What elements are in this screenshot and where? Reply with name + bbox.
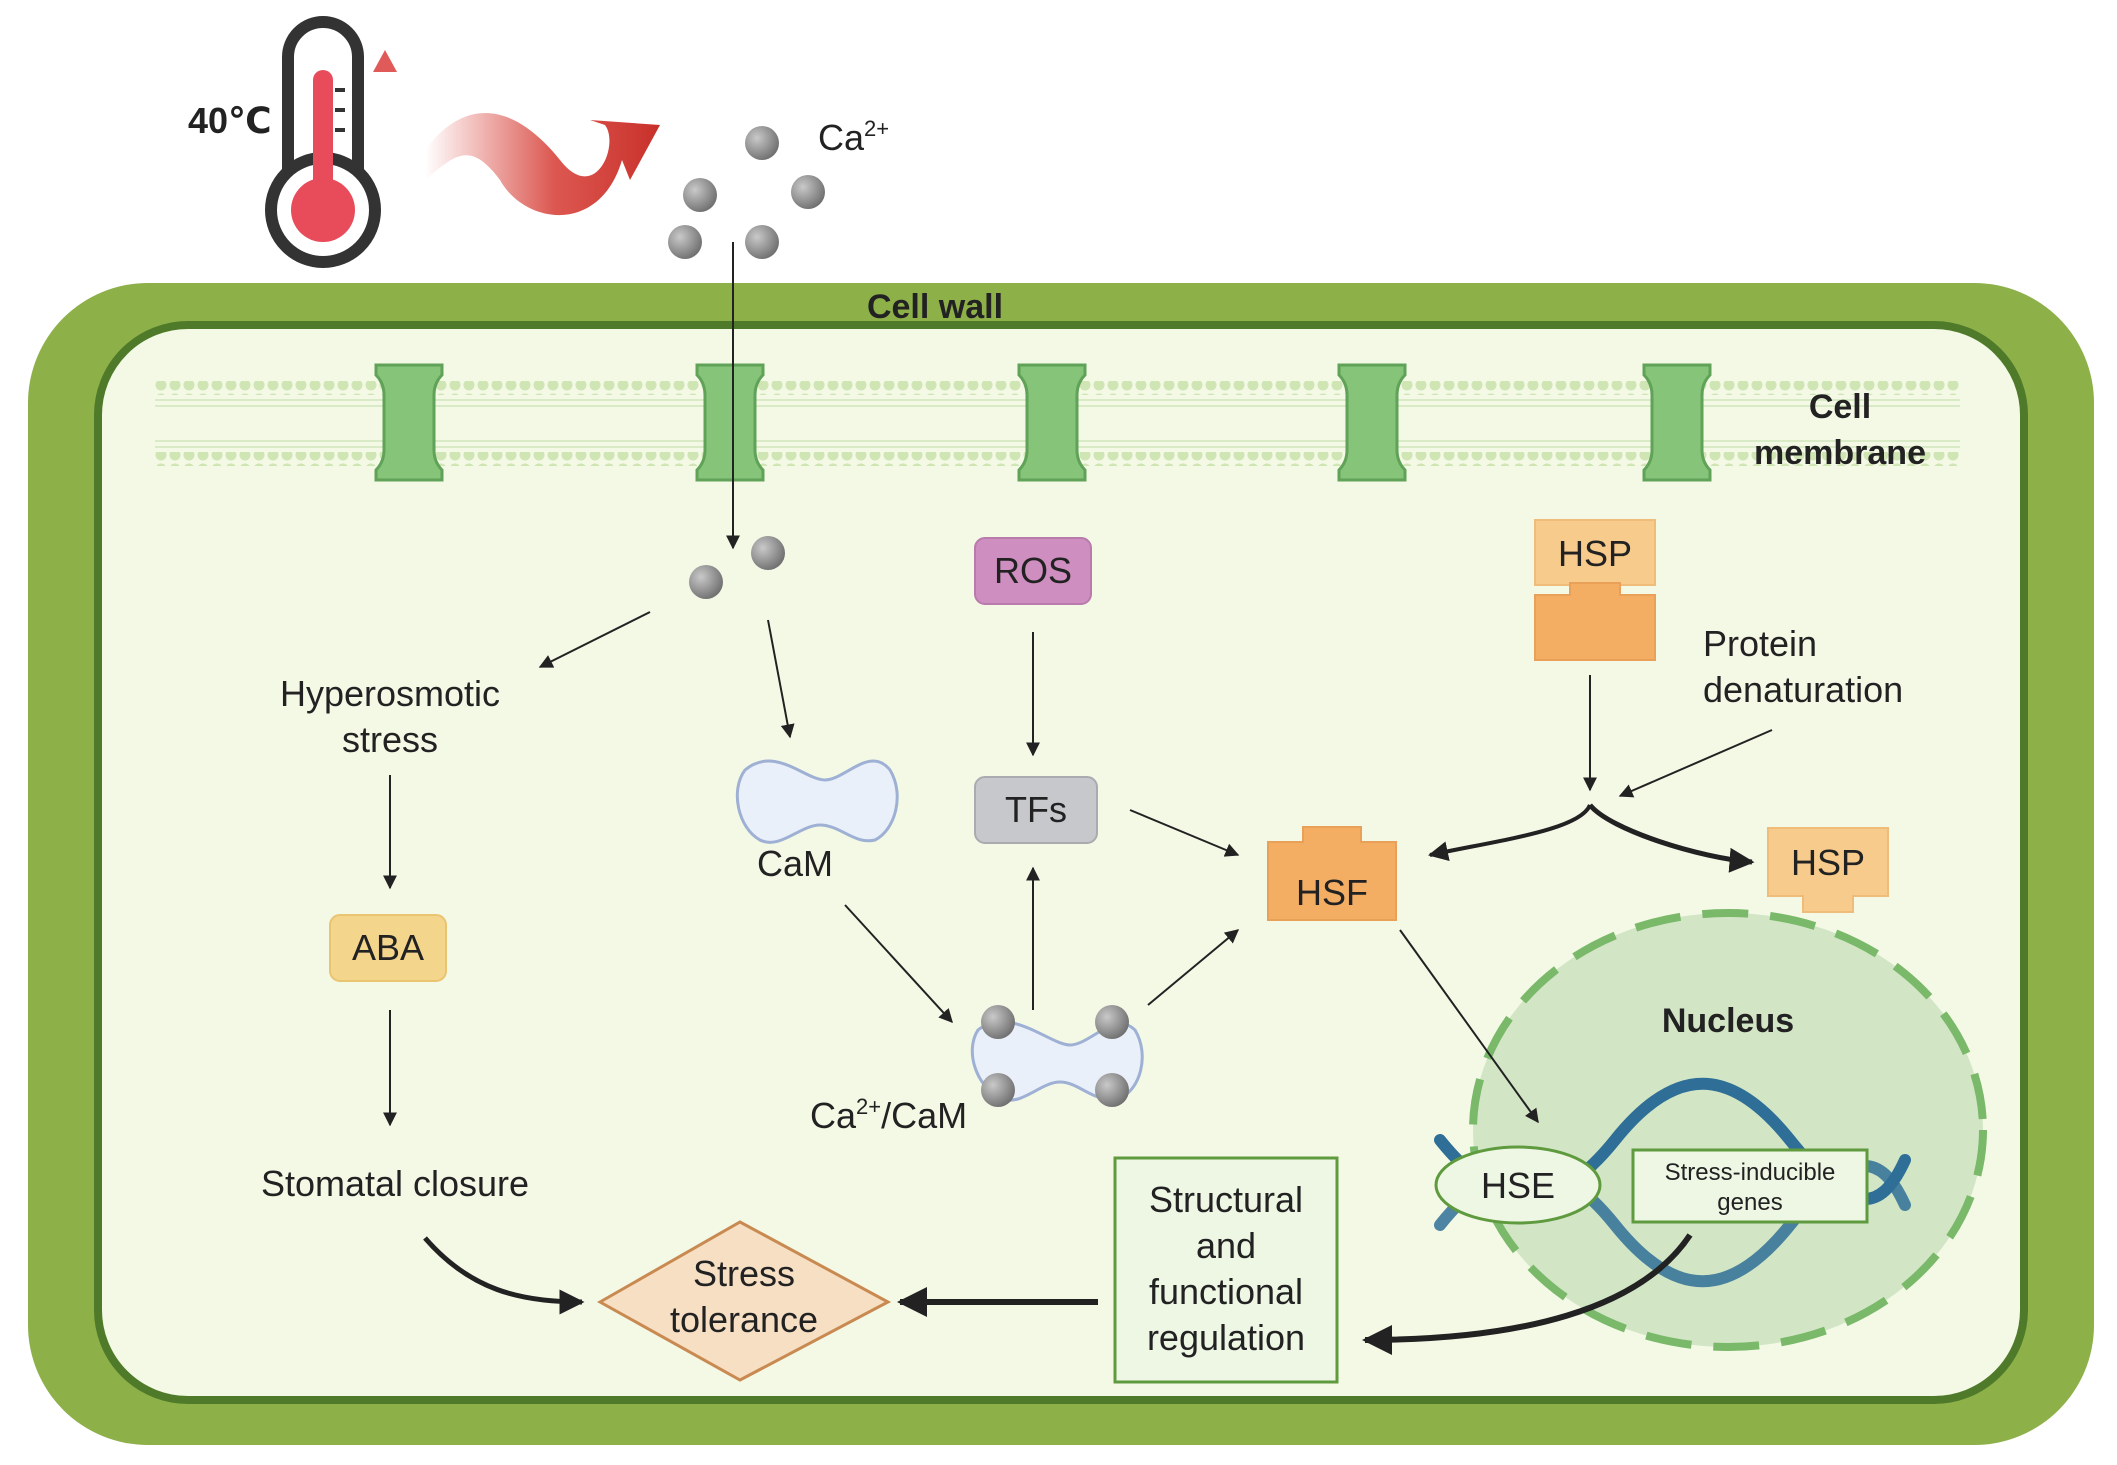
ca-cam-complex-icon — [970, 1005, 1144, 1107]
arrow-to-cam — [767, 619, 795, 739]
stress-genes-label-line1: Stress-inducible — [1665, 1159, 1836, 1186]
cam-protein-icon — [735, 759, 899, 844]
arrow-to-ca-cam — [844, 904, 953, 1024]
arrow-to-free-hsp — [1588, 803, 1755, 873]
hse-label: HSE — [1481, 1165, 1555, 1206]
arrow-hsf-to-hse — [1399, 929, 1539, 1124]
nucleus — [1469, 909, 1987, 1351]
arrow-protein-denaturation — [1618, 729, 1773, 798]
hsf-box — [1267, 826, 1397, 921]
hyperosmotic-stress-label-line2: stress — [342, 719, 438, 760]
extracellular-calcium-ions — [668, 126, 825, 259]
arrow-tfs-to-hsf — [1129, 809, 1240, 857]
nucleus-label: Nucleus — [1662, 1002, 1794, 1040]
ca-cam-label: Ca2+/CaM — [810, 1094, 967, 1136]
calcium-ion-label: Ca2+ — [818, 116, 889, 158]
stress-genes-box — [1631, 1148, 1869, 1224]
hsp-complex-label: HSP — [1558, 533, 1632, 574]
thermometer-icon — [265, 16, 381, 268]
stomatal-closure-label: Stomatal closure — [261, 1163, 529, 1204]
intracellular-calcium-ions — [689, 536, 785, 599]
aba-label: ABA — [352, 927, 424, 968]
stress-tolerance-diamond — [596, 1220, 892, 1382]
protein-denaturation-label-line2: denaturation — [1703, 669, 1903, 710]
regulation-label-line2: and — [1196, 1225, 1256, 1266]
stress-tolerance-label-line1: Stress — [693, 1253, 795, 1294]
ros-label: ROS — [994, 550, 1072, 591]
cell-membrane-label-line2: membrane — [1754, 434, 1926, 472]
tfs-label: TFs — [1005, 789, 1067, 830]
temperature-rise-arrow-icon — [373, 50, 397, 200]
hsp-box — [1767, 827, 1889, 913]
arrow-to-free-hsf — [1428, 804, 1592, 862]
hsf-label: HSF — [1296, 872, 1368, 913]
arrow-ca-cam-to-hsf — [1147, 929, 1240, 1006]
stress-genes-label-line2: genes — [1717, 1189, 1782, 1216]
regulation-label-line4: regulation — [1147, 1317, 1305, 1358]
ros-box — [974, 537, 1092, 605]
regulation-label-line3: functional — [1149, 1271, 1303, 1312]
cam-label: CaM — [757, 843, 833, 884]
aba-box — [329, 914, 447, 982]
arrow-stomatal-to-tolerance — [423, 1236, 585, 1315]
arrow-genes-to-regulation — [1362, 1233, 1693, 1355]
membrane-channels — [374, 363, 1712, 482]
cell-wall-label: Cell wall — [867, 288, 1003, 326]
hsp-hsf-complex — [1534, 519, 1656, 661]
hsp-label: HSP — [1791, 842, 1865, 883]
temperature-label: 40℃ — [188, 100, 272, 141]
tfs-box — [974, 776, 1098, 844]
regulation-label-line1: Structural — [1149, 1179, 1303, 1220]
hse-element — [1434, 1145, 1602, 1225]
heat-influx-arrow-icon — [425, 112, 660, 216]
arrow-to-hyperosmotic — [538, 611, 651, 668]
regulation-box — [1113, 1156, 1339, 1384]
stress-tolerance-label-line2: tolerance — [670, 1299, 818, 1340]
cell-membrane-label-line1: Cell — [1809, 388, 1871, 426]
protein-denaturation-label-line1: Protein — [1703, 623, 1817, 664]
hyperosmotic-stress-label-line1: Hyperosmotic — [280, 673, 500, 714]
